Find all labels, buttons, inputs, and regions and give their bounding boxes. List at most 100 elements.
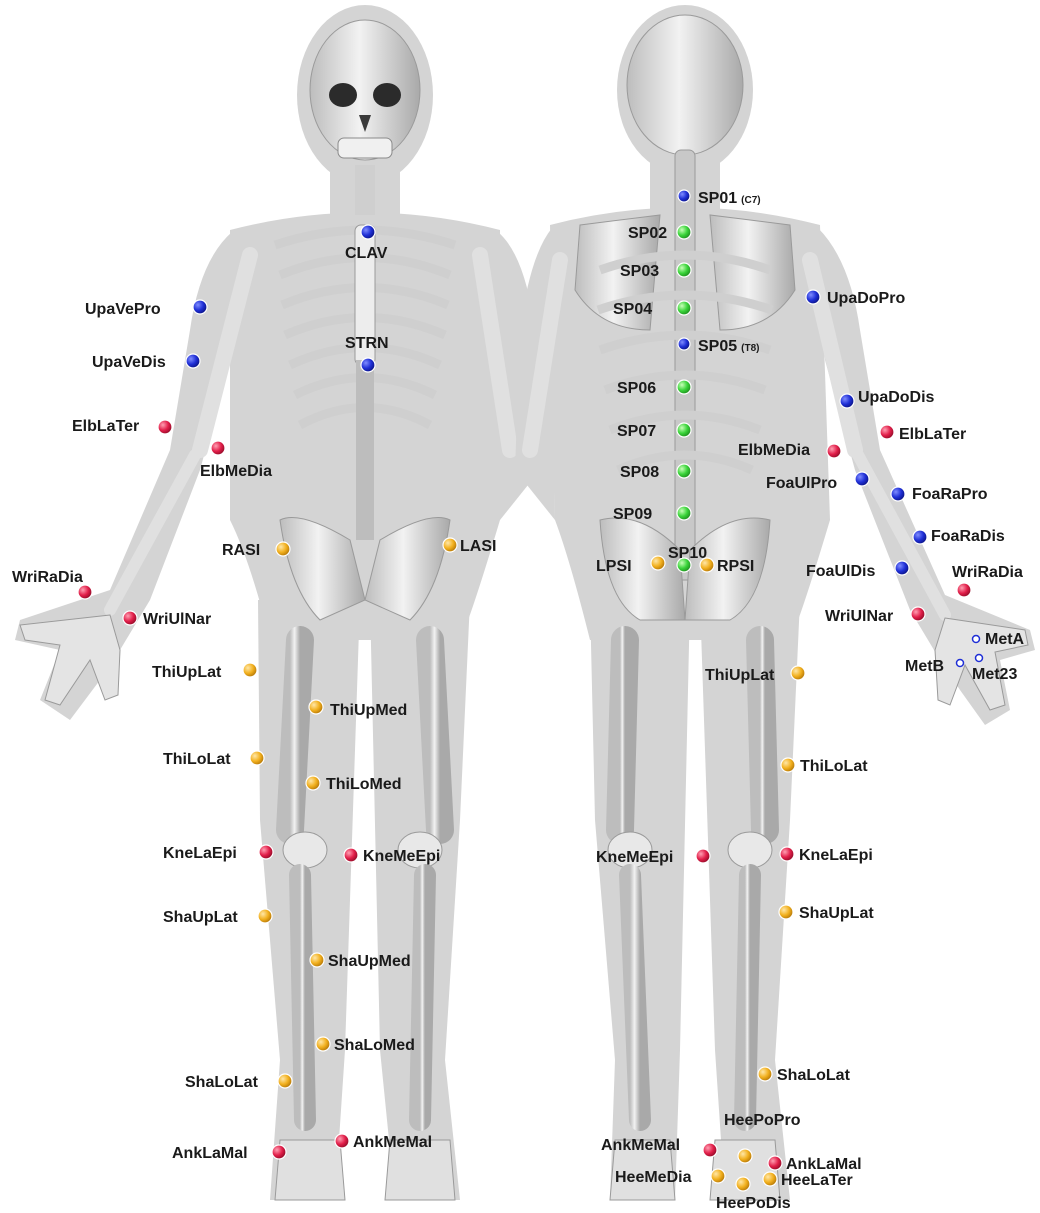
front-marker-label-upavepro: UpaVePro <box>85 301 161 318</box>
front-marker-dot-lasi <box>443 538 457 552</box>
back-marker-shauplat: ShaUpLat <box>779 905 874 922</box>
front-marker-label-knelaepi: KneLaEpi <box>163 845 237 862</box>
back-marker-label-foaradis: FoaRaDis <box>931 528 1005 545</box>
back-marker-label-sp03: SP03 <box>620 263 659 280</box>
back-marker-label-elblater: ElbLaTer <box>899 426 966 443</box>
front-marker-dot-thiupmed <box>309 700 323 714</box>
back-marker-label-shalolat: ShaLoLat <box>777 1067 851 1084</box>
front-marker-dot-ankmemal <box>335 1134 349 1148</box>
back-marker-label-sp01: SP01(C7) <box>698 190 761 207</box>
back-marker-dot-wriradia <box>957 583 971 597</box>
back-marker-dot-foarapro <box>891 487 905 501</box>
back-marker-label-elbmedia: ElbMeDia <box>738 442 810 459</box>
front-marker-label-rasi: RASI <box>222 542 260 559</box>
back-marker-label-heemedia: HeeMeDia <box>615 1169 692 1186</box>
front-marker-dot-elbmedia <box>211 441 225 455</box>
front-marker-thilolat: ThiLoLat <box>163 751 264 768</box>
back-marker-dot-knemeepi <box>696 849 710 863</box>
back-body-silhouette <box>515 5 1035 1200</box>
back-marker-dot-sp09 <box>677 506 691 520</box>
back-marker-dot-elblater <box>880 425 894 439</box>
front-marker-knemeepi: KneMeEpi <box>344 848 440 865</box>
front-marker-label-shalomed: ShaLoMed <box>334 1037 415 1054</box>
front-marker-label-ankmemal: AnkMeMal <box>353 1134 432 1151</box>
back-marker-sublabel-sp05: (T8) <box>741 343 759 354</box>
back-marker-label-foauldis: FoaUlDis <box>806 563 875 580</box>
back-marker-dot-heepopro <box>738 1149 752 1163</box>
back-marker-label-sp04: SP04 <box>613 301 652 318</box>
front-marker-label-upavedis: UpaVeDis <box>92 354 166 371</box>
back-marker-label-heepopro: HeePoPro <box>724 1112 801 1129</box>
front-marker-label-shalolat: ShaLoLat <box>185 1074 259 1091</box>
back-marker-label-heepodis: HeePoDis <box>716 1195 791 1212</box>
front-body-silhouette <box>15 5 540 1200</box>
back-marker-label-sp07: SP07 <box>617 423 656 440</box>
back-marker-label-ankmemal: AnkMeMal <box>601 1137 680 1154</box>
back-marker-label-wriradia: WriRaDia <box>952 564 1023 581</box>
back-marker-knelaepi: KneLaEpi <box>780 847 873 864</box>
back-marker-label-foaulpro: FoaUlPro <box>766 475 837 492</box>
front-marker-label-shauplat: ShaUpLat <box>163 909 238 926</box>
front-marker-dot-wriulnar <box>123 611 137 625</box>
front-marker-label-anklamal: AnkLaMal <box>172 1145 248 1162</box>
front-marker-dot-shaupmed <box>310 953 324 967</box>
front-marker-shalolat: ShaLoLat <box>185 1074 292 1091</box>
back-marker-dot-knelaepi <box>780 847 794 861</box>
front-marker-dot-shauplat <box>258 909 272 923</box>
back-marker-dot-upadodis <box>840 394 854 408</box>
back-marker-label-upadopro: UpaDoPro <box>827 290 905 307</box>
back-marker-label-lpsi: LPSI <box>596 558 632 575</box>
back-marker-label-sp06: SP06 <box>617 380 656 397</box>
back-marker-knemeepi: KneMeEpi <box>596 849 710 866</box>
front-marker-dot-shalolat <box>278 1074 292 1088</box>
back-marker-dot-wriulnar <box>911 607 925 621</box>
front-marker-dot-knemeepi <box>344 848 358 862</box>
front-marker-dot-rasi <box>276 542 290 556</box>
back-marker-label-sp10: SP10 <box>668 545 707 562</box>
front-marker-label-shaupmed: ShaUpMed <box>328 953 411 970</box>
back-marker-dot-shalolat <box>758 1067 772 1081</box>
back-marker-dot-met23 <box>976 655 983 662</box>
back-marker-dot-metb <box>957 660 964 667</box>
front-marker-dot-shalomed <box>316 1037 330 1051</box>
back-marker-label-knelaepi: KneLaEpi <box>799 847 873 864</box>
front-marker-label-clav: CLAV <box>345 245 388 262</box>
back-marker-foaradis: FoaRaDis <box>913 528 1005 545</box>
back-marker-label-wriulnar: WriUlNar <box>825 608 893 625</box>
back-marker-dot-sp01 <box>678 190 690 202</box>
front-marker-dot-clav <box>361 225 375 239</box>
back-marker-dot-heemedia <box>711 1169 725 1183</box>
back-marker-dot-thilolat <box>781 758 795 772</box>
front-marker-dot-thilolat <box>250 751 264 765</box>
back-marker-label-anklamal: AnkLaMal <box>786 1156 862 1173</box>
back-marker-foarapro: FoaRaPro <box>891 486 988 503</box>
front-marker-dot-knelaepi <box>259 845 273 859</box>
front-marker-wriradia: WriRaDia <box>12 569 92 599</box>
back-marker-dot-shauplat <box>779 905 793 919</box>
back-marker-dot-sp08 <box>677 464 691 478</box>
back-marker-label-rpsi: RPSI <box>717 558 754 575</box>
back-view <box>515 5 1035 1200</box>
back-marker-dot-anklamal <box>768 1156 782 1170</box>
front-marker-elblater: ElbLaTer <box>72 418 172 435</box>
back-marker-dot-sp07 <box>677 423 691 437</box>
back-marker-sublabel-sp01: (C7) <box>741 195 760 206</box>
back-marker-dot-upadopro <box>806 290 820 304</box>
back-marker-heemedia: HeeMeDia <box>615 1169 725 1186</box>
front-marker-label-thilomed: ThiLoMed <box>326 776 402 793</box>
front-marker-thiuplat: ThiUpLat <box>152 663 257 681</box>
front-marker-shauplat: ShaUpLat <box>163 909 272 926</box>
back-marker-dot-lpsi <box>651 556 665 570</box>
back-marker-thilolat: ThiLoLat <box>781 758 868 775</box>
back-marker-dot-sp04 <box>677 301 691 315</box>
back-marker-dot-sp03 <box>677 263 691 277</box>
front-marker-dot-upavedis <box>186 354 200 368</box>
front-marker-dot-thilomed <box>306 776 320 790</box>
back-marker-label-knemeepi: KneMeEpi <box>596 849 673 866</box>
back-marker-wriradia: WriRaDia <box>952 564 1023 597</box>
front-marker-dot-anklamal <box>272 1145 286 1159</box>
front-marker-dot-strn <box>361 358 375 372</box>
back-marker-elblater: ElbLaTer <box>880 425 966 443</box>
front-marker-label-thiupmed: ThiUpMed <box>330 702 407 719</box>
